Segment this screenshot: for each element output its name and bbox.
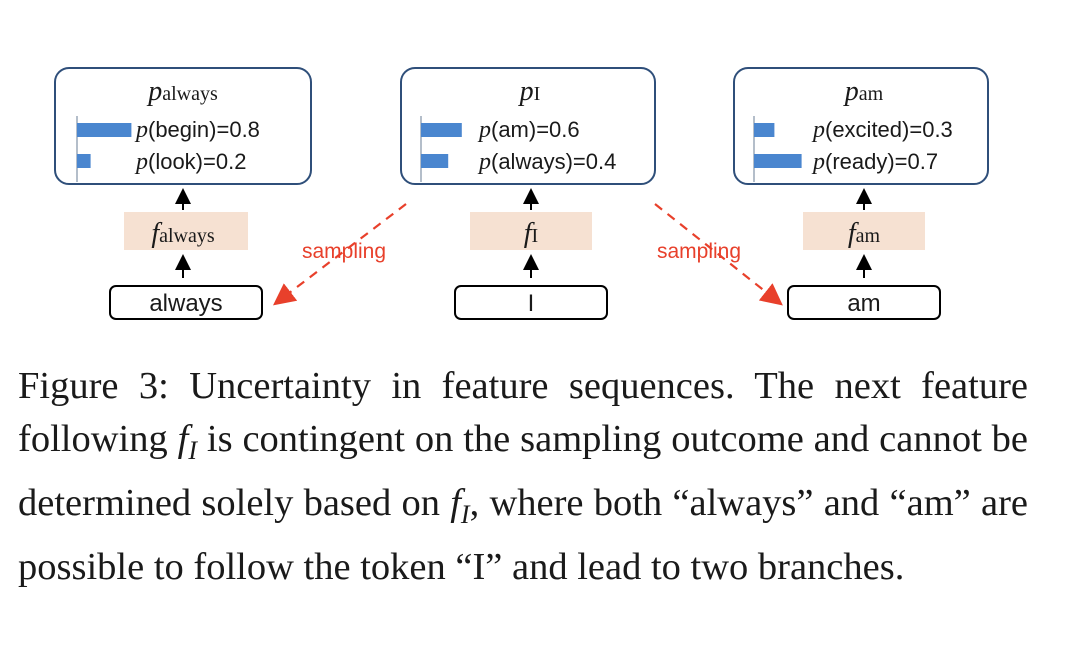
caption-feature-2-sub: I xyxy=(460,500,470,529)
feature-label-am: fam xyxy=(848,218,881,249)
caption-feature-1-sub: I xyxy=(188,436,197,465)
bar-ready xyxy=(754,154,802,168)
bar-begin xyxy=(77,123,132,137)
feature-label-always: falways xyxy=(151,218,215,249)
bar-always xyxy=(421,154,449,168)
row-label-begin: p(begin)=0.8 xyxy=(134,117,260,143)
feature-box-am xyxy=(803,212,925,250)
probability-box-I xyxy=(400,67,656,185)
sampling-label-left: sampling xyxy=(302,240,386,263)
probability-title-always: palways xyxy=(146,76,218,107)
caption-feature-1: f xyxy=(177,418,189,460)
probability-title-am: pam xyxy=(843,76,884,107)
sampling-label-right: sampling xyxy=(657,240,741,263)
token-box-am xyxy=(787,285,941,320)
token-label-I: I xyxy=(528,290,535,317)
sampling-arrow-right xyxy=(654,203,783,306)
row-label-always: p(always)=0.4 xyxy=(477,149,616,175)
row-label-ready: p(ready)=0.7 xyxy=(811,149,938,175)
row-label-look: p(look)=0.2 xyxy=(134,149,246,175)
caption-part-1: Figure 3: Uncertainty in feature sequenc… xyxy=(18,365,1028,460)
feature-label-I: fI xyxy=(524,218,538,249)
token-box-always xyxy=(109,285,263,320)
panel-I: pI p(am)=0.6 p(always)=0.4 fI I xyxy=(400,67,656,320)
feature-sequence-diagram: palways p(begin)=0.8 p(look)=0.2 falways… xyxy=(54,67,989,320)
caption-part-2: is contingent on the sampling outcome an… xyxy=(18,418,1028,524)
probability-box-always xyxy=(54,67,312,185)
probability-title-I: pI xyxy=(518,76,541,107)
row-label-excited: p(excited)=0.3 xyxy=(811,117,953,143)
caption-feature-2: f xyxy=(450,482,461,524)
token-box-I xyxy=(454,285,608,320)
figure-caption: Figure 3: Uncertainty in feature sequenc… xyxy=(18,360,1028,594)
feature-box-always xyxy=(124,212,248,250)
panel-always: palways p(begin)=0.8 p(look)=0.2 falways… xyxy=(54,67,312,320)
panel-am: pam p(excited)=0.3 p(ready)=0.7 fam am xyxy=(733,67,989,320)
token-label-am: am xyxy=(847,290,880,317)
bar-am xyxy=(421,123,462,137)
token-label-always: always xyxy=(149,290,222,317)
bar-excited xyxy=(754,123,775,137)
bar-look xyxy=(77,154,91,168)
caption-part-3: , where both “always” and “am” are possi… xyxy=(18,482,1028,588)
row-label-am: p(am)=0.6 xyxy=(477,117,580,143)
sampling-arrow-left xyxy=(273,203,407,306)
feature-box-I xyxy=(470,212,592,250)
